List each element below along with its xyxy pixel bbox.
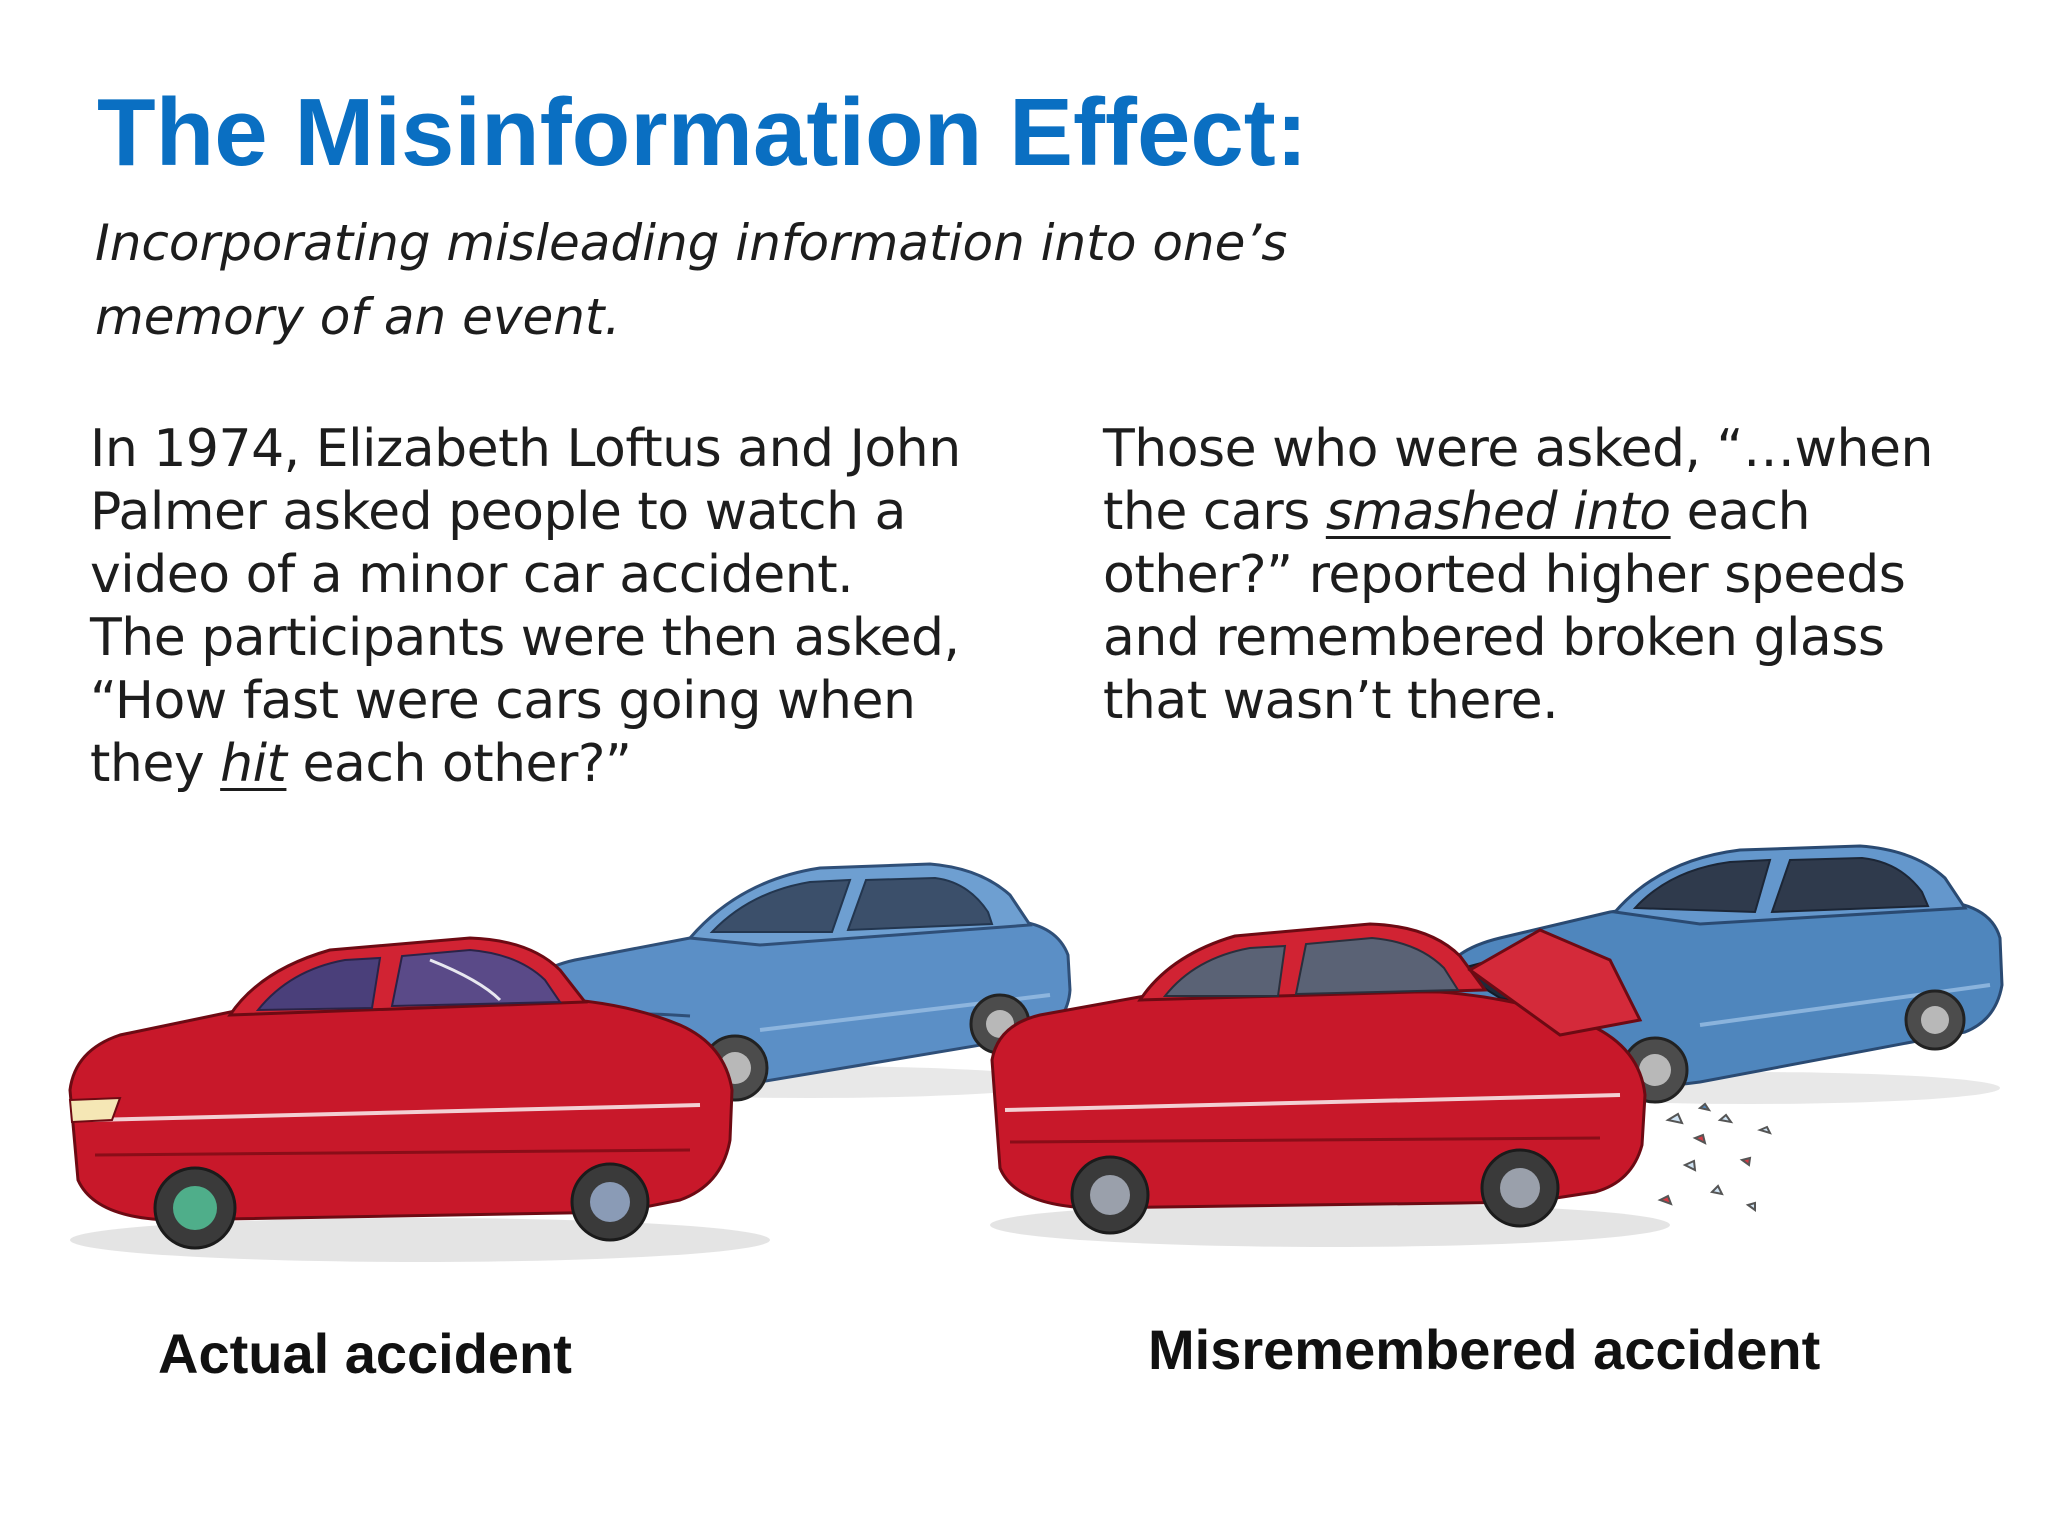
car-accident-illustration [68, 844, 2004, 1262]
broken-glass-fragments [1657, 1102, 1772, 1212]
right-text-column: Those who were asked, “…when the cars sm… [1103, 418, 2003, 733]
left-line-1: In 1974, Elizabeth Loftus and John [90, 419, 961, 479]
emphasized-word-hit: hit [220, 734, 287, 794]
right-line-5: that wasn’t there. [1103, 671, 1559, 731]
left-line-5: “How fast were cars going when [90, 671, 916, 731]
right-line-1: Those who were asked, “…when [1103, 419, 1933, 479]
misremembered-accident-scene [990, 844, 2004, 1247]
caption-misremembered-accident: Misremembered accident [1148, 1318, 1821, 1381]
subtitle-line-2: memory of an event. [95, 288, 621, 346]
left-line-4: The participants were then asked, [90, 608, 960, 668]
right-line-2: the cars smashed into each [1103, 481, 2003, 544]
caption-actual-accident: Actual accident [158, 1322, 572, 1385]
red-car-illustration [990, 922, 1647, 1235]
left-line-2: Palmer asked people to watch a [90, 482, 906, 542]
emphasized-words-smashed-into: smashed into [1325, 482, 1671, 542]
red-car-illustration [68, 936, 734, 1250]
left-text-column: In 1974, Elizabeth Loftus and John Palme… [90, 418, 1050, 796]
right-line-3: other?” reported higher speeds [1103, 545, 1906, 605]
crumpled-hood [1467, 928, 1643, 1037]
slide-title: The Misinformation Effect: [97, 79, 1308, 186]
left-line-6-start: they [90, 734, 221, 794]
right-line-4: and remembered broken glass [1103, 608, 1885, 668]
right-line-2-end: each [1670, 482, 1811, 542]
slide-subtitle: Incorporating misleading information int… [95, 206, 1495, 354]
subtitle-line-1: Incorporating misleading information int… [95, 214, 1288, 272]
right-line-2-start: the cars [1103, 482, 1326, 542]
left-line-6: they hit each other?” [90, 733, 1050, 796]
left-line-6-end: each other?” [286, 734, 632, 794]
actual-accident-scene [68, 862, 1072, 1262]
left-line-3: video of a minor car accident. [90, 545, 854, 605]
